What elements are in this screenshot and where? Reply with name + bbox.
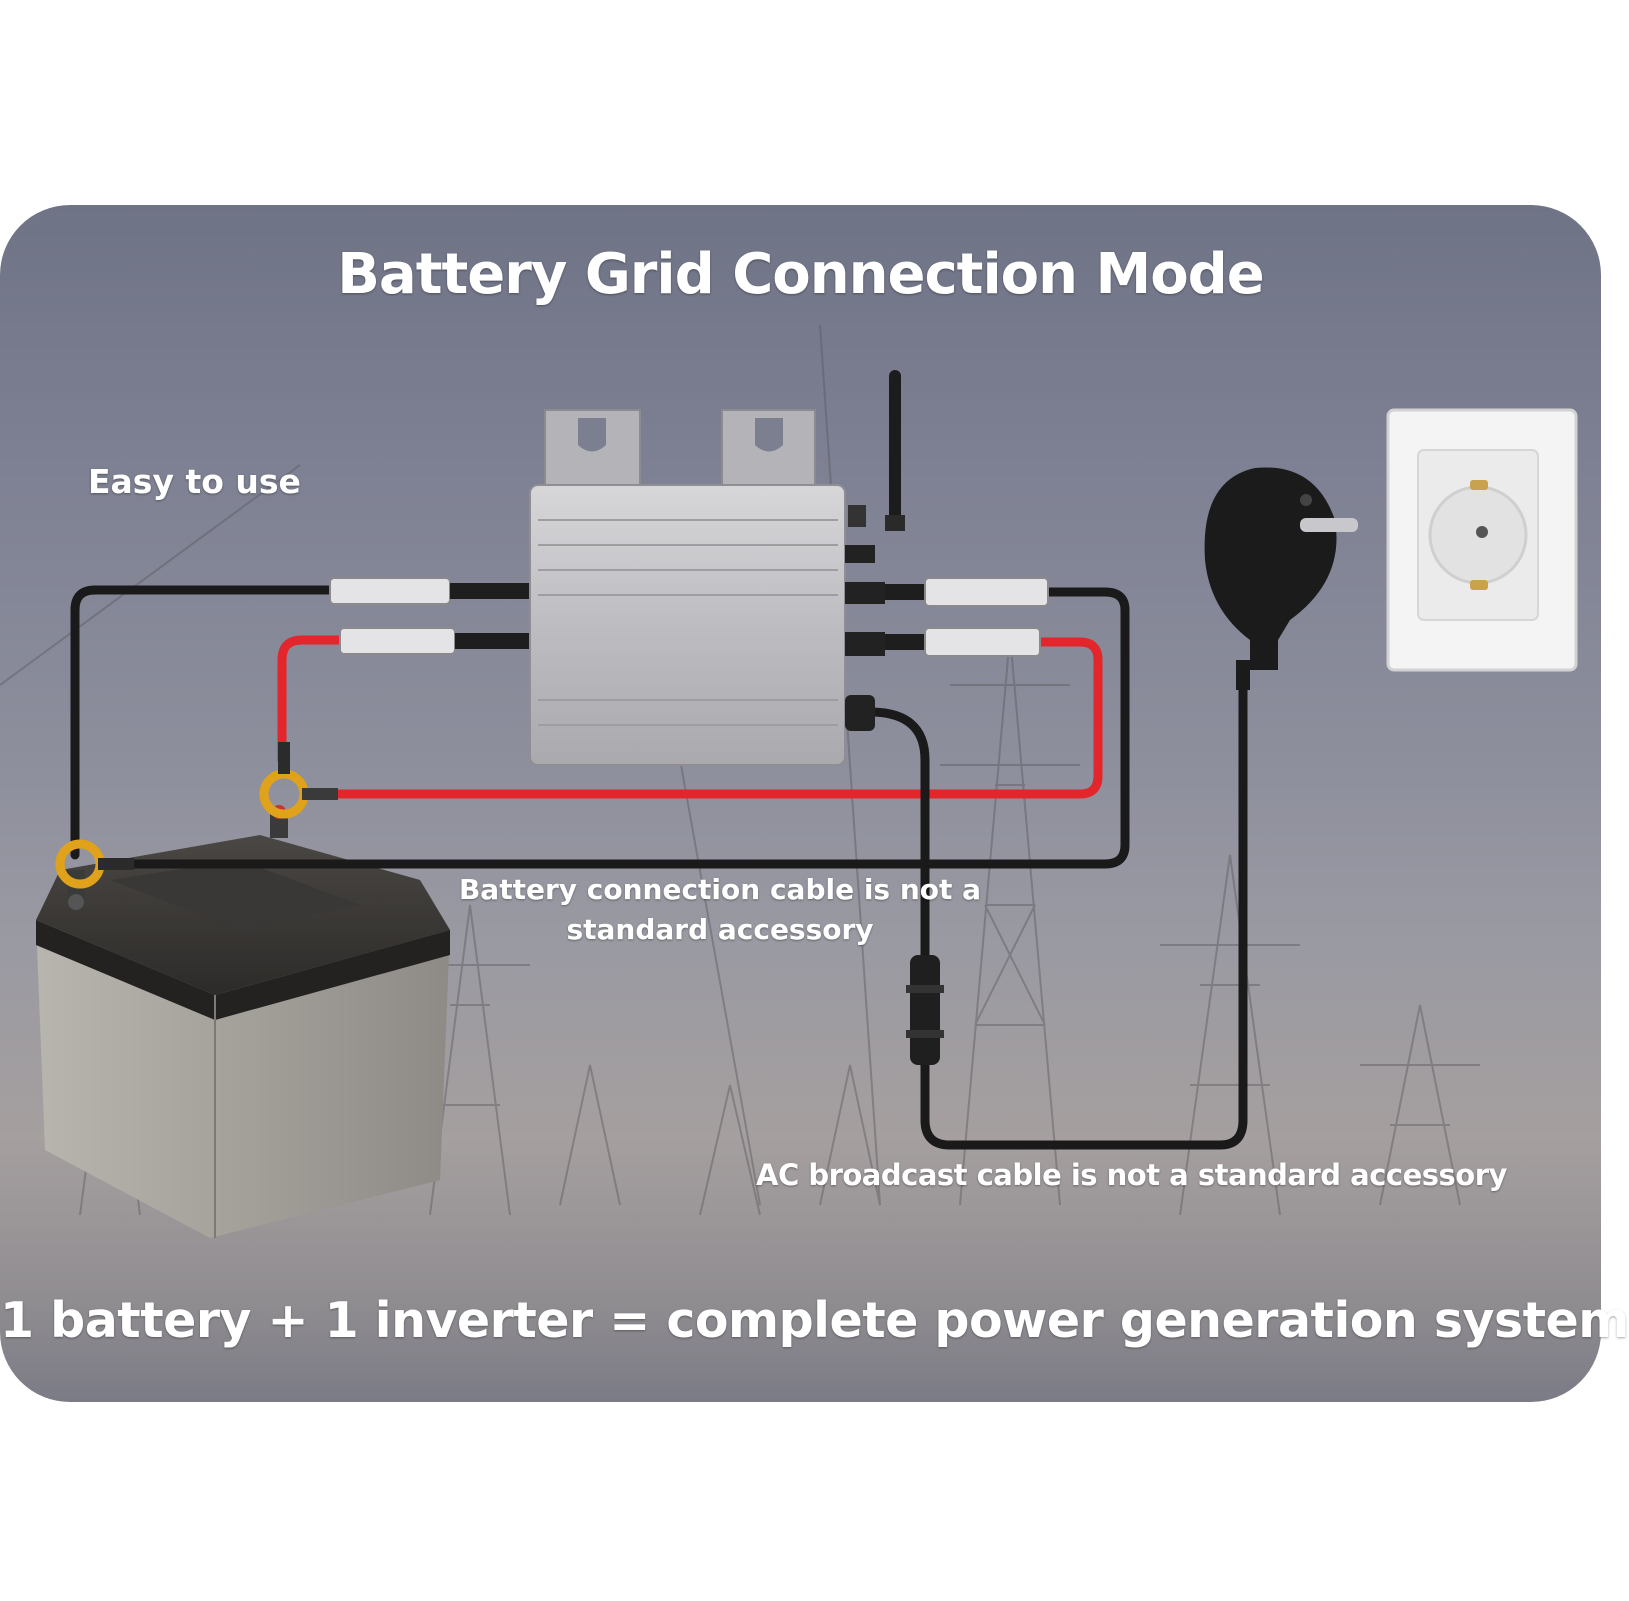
antenna [885,370,905,531]
page-title: Battery Grid Connection Mode [337,242,1265,307]
negative-cable-right [95,587,1130,869]
negative-cable-left [70,585,335,860]
mc4-connector-right-positive [885,627,1041,657]
positive-cable-right [325,637,1103,799]
micro-inverter [529,484,885,766]
mc4-connector-left-positive [339,627,530,655]
battery [36,805,450,1238]
positive-cable-left [277,635,345,765]
battery-cable-note: Battery connection cable is not a standa… [458,873,982,946]
mc4-connector-left-negative [329,577,530,605]
ac-cable-note: AC broadcast cable is not a standard acc… [756,1158,1507,1192]
ring-terminal-positive [259,742,338,819]
ring-terminal-negative [55,839,134,889]
ac-inline-connector [906,955,944,1065]
wall-socket [1386,408,1578,672]
mc4-connector-right-negative [885,577,1049,607]
easy-to-use-label: Easy to use [88,462,301,501]
schuko-plug [1204,467,1358,690]
ac-output-cable [865,660,1248,1150]
summary-caption: 1 battery + 1 inverter = complete power … [0,1292,1629,1349]
